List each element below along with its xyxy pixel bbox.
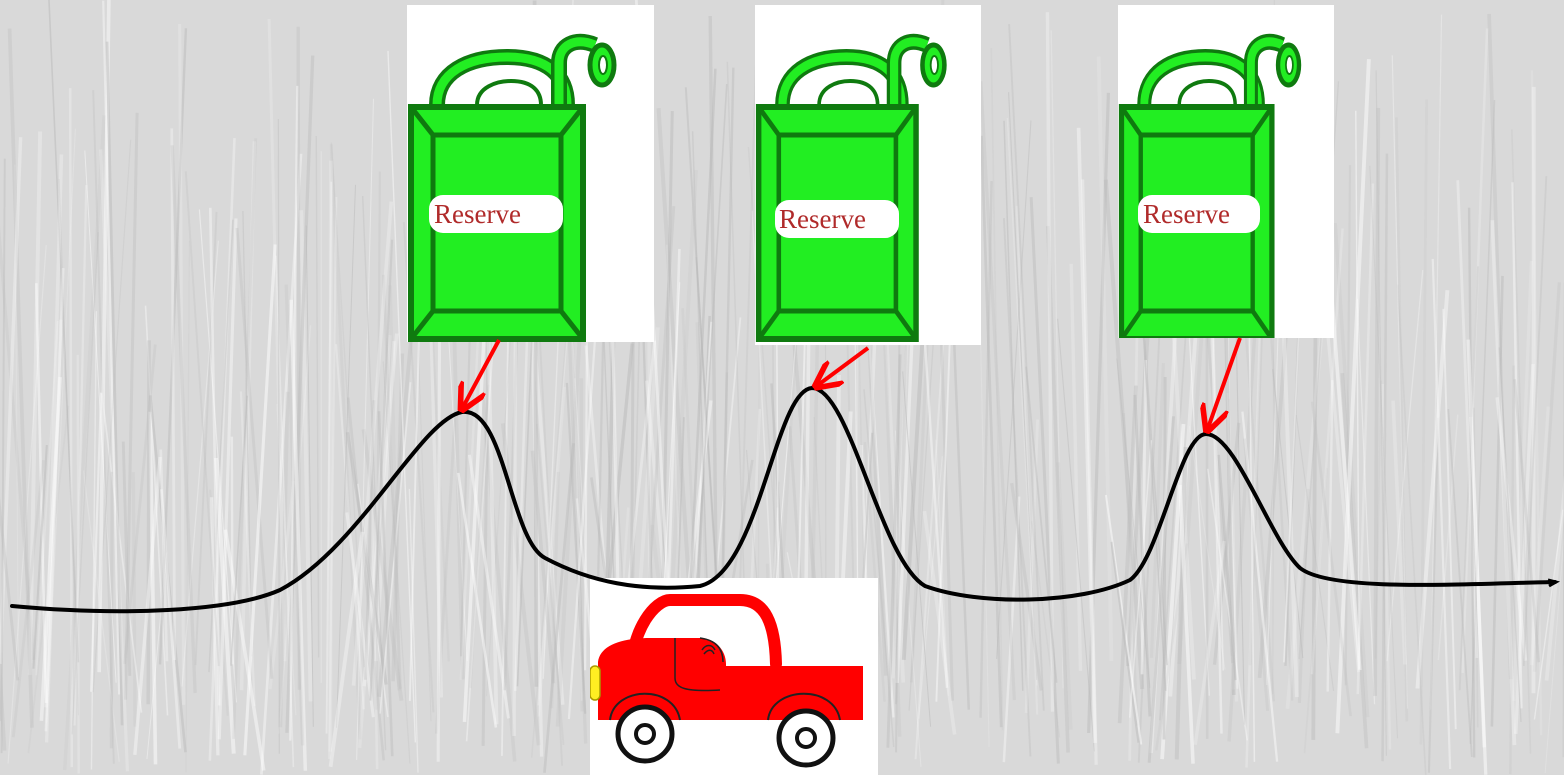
road-curve [12, 388, 1555, 611]
arrow-2 [818, 348, 868, 385]
arrow-3 [1208, 338, 1240, 428]
arrow-1 [463, 340, 499, 407]
